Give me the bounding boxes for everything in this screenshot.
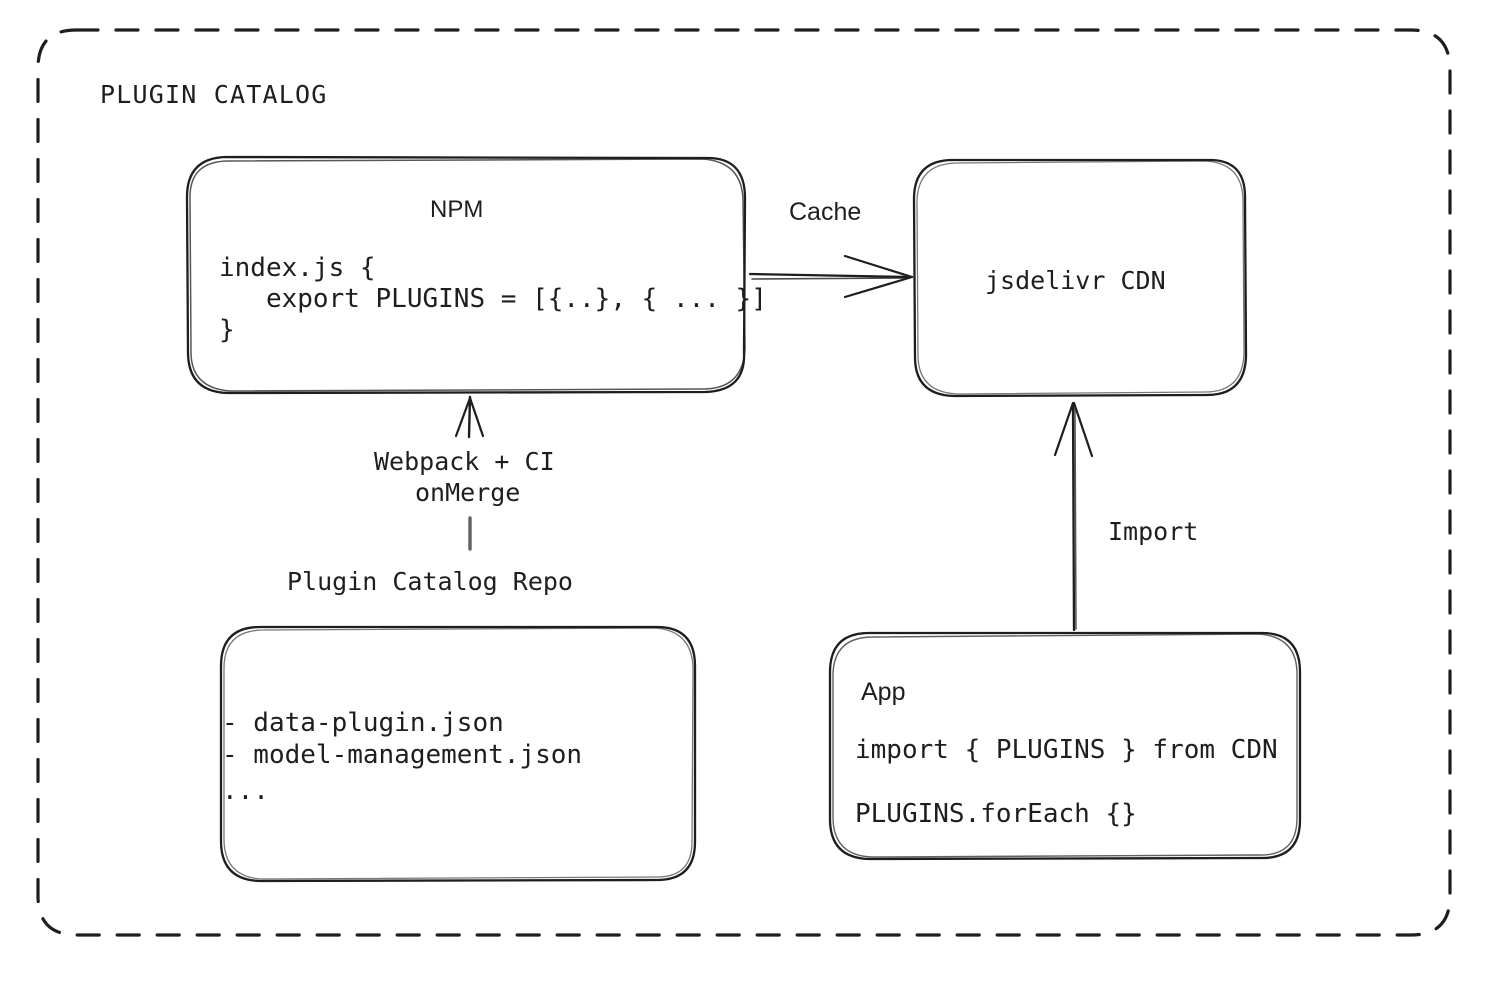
arrow-app-cdn-shaft-b [1074,406,1077,630]
npm-code-line-2: export PLUGINS = [{..}, { ... }] [219,284,767,314]
arrow-app-cdn-shaft-a [1071,403,1076,632]
edge-label-onmerge: onMerge [415,478,521,507]
repo-file-line-2: - model-management.json [222,740,583,770]
edge-label-cache: Cache [789,198,862,226]
arrow-repo-npm-head-left [454,396,472,438]
npm-code-line-1: index.js { [219,253,376,283]
app-code-line-1: import { PLUGINS } from CDN [855,735,1278,765]
cdn-node-title: jsdelivr CDN [985,266,1166,295]
app-node-title: App [861,678,906,706]
arrow-npm-cdn-shaft-a [748,272,913,279]
edge-label-webpack-ci: Webpack + CI [374,447,555,476]
edge-label-import: Import [1108,517,1199,546]
arrow-repo-npm-head-right [468,396,485,438]
arrow-npm-cdn-head-top [843,254,914,279]
arrow-repo-npm-shaft [467,395,472,439]
npm-code-line-3: } [219,315,235,345]
repo-file-line-3: ... [222,776,269,806]
app-code-line-2: PLUGINS.forEach {} [855,799,1137,829]
repo-file-line-1: - data-plugin.json [222,708,504,738]
arrow-app-cdn-head-right [1072,401,1094,458]
repo-node-title: Plugin Catalog Repo [287,567,573,596]
npm-node-title: NPM [430,196,484,223]
frame-title: PLUGIN CATALOG [100,80,328,109]
arrow-app-cdn-head-left [1053,401,1075,457]
arrow-npm-cdn-shaft-b [751,277,910,280]
arrow-npm-cdn-head-bot [843,275,914,299]
